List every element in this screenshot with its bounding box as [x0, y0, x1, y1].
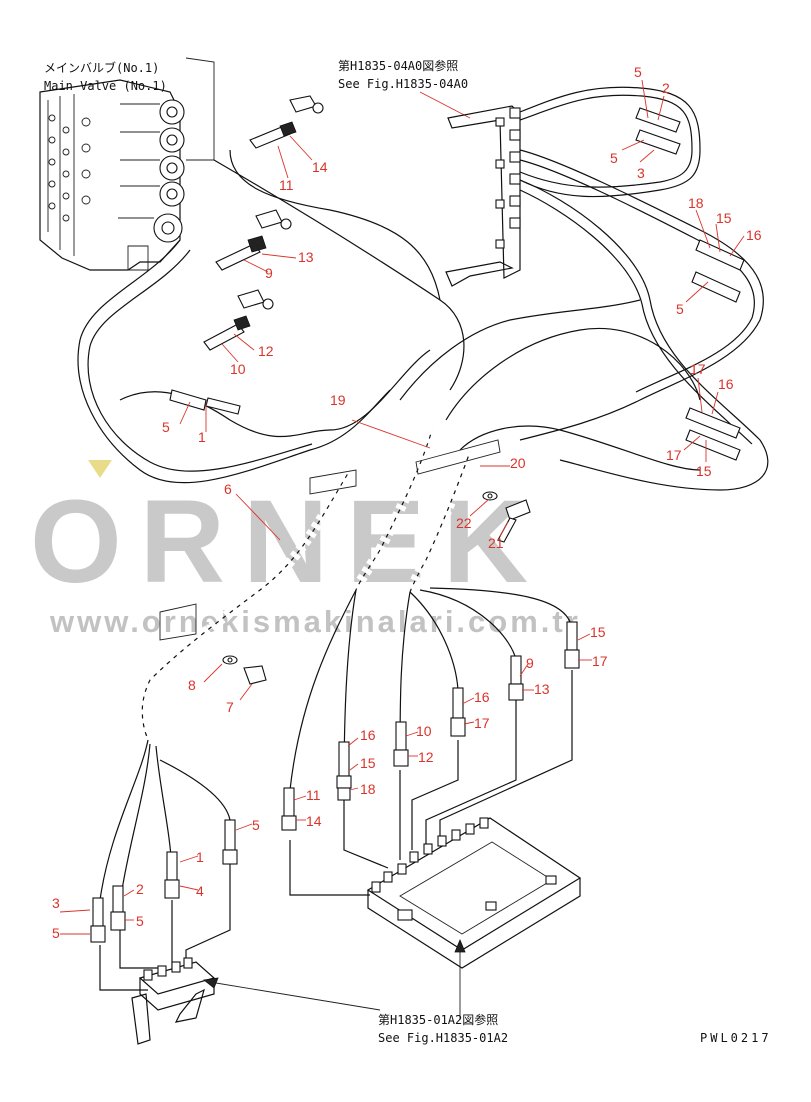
- main-valve: メインバルブ(No.1) Main Valve (No.1): [39, 57, 215, 271]
- callout-label: 5: [634, 64, 642, 80]
- callout-label: 5: [52, 925, 60, 941]
- callout-label: 11: [306, 787, 321, 803]
- callout-label: 21: [488, 535, 504, 551]
- callout-label: 22: [456, 515, 472, 531]
- callout-label: 14: [306, 813, 322, 829]
- callout-label: 10: [416, 723, 432, 739]
- bolts-washers: [222, 491, 531, 685]
- drawing-code: PWL0217: [700, 1031, 772, 1045]
- callout-label: 5: [252, 817, 260, 833]
- fittings-upper: [169, 95, 745, 461]
- callout-label: 17: [592, 653, 608, 669]
- callout-label: 18: [688, 195, 704, 211]
- callout-label: 5: [162, 419, 170, 435]
- callout-label: 12: [418, 749, 434, 765]
- callout-label: 16: [746, 227, 762, 243]
- callout-label: 13: [534, 681, 550, 697]
- callout-label: 3: [52, 895, 60, 911]
- callout-label: 11: [279, 177, 294, 193]
- callout-label: 3: [637, 165, 645, 181]
- callout-label: 5: [136, 913, 144, 929]
- callout-label: 9: [526, 655, 534, 671]
- callout-label: 20: [510, 455, 526, 471]
- callout-label: 17: [474, 715, 490, 731]
- callout-label: 16: [360, 727, 376, 743]
- pilot-block-left-lower: [131, 957, 216, 1045]
- fig-ref-bottom-jp: 第H1835-01A2図参照: [378, 1012, 498, 1027]
- callout-label: 17: [666, 447, 682, 463]
- callout-label: 5: [610, 150, 618, 166]
- watermark-brand: ORNEK: [30, 476, 546, 608]
- pilot-block-top: 第H1835-04A0図参照 See Fig.H1835-04A0: [338, 58, 521, 287]
- callout-label: 13: [298, 249, 314, 265]
- callout-label: 19: [330, 392, 346, 408]
- valve-spool-caps: [118, 99, 185, 271]
- callout-label: 9: [265, 265, 273, 281]
- callout-label: 16: [474, 689, 490, 705]
- callout-label: 2: [662, 80, 670, 96]
- watermark: ORNEK www.ornekismakinalari.com.tr: [30, 460, 578, 639]
- callout-label: 14: [312, 159, 328, 175]
- callout-label: 12: [258, 343, 274, 359]
- callout-label: 4: [196, 883, 204, 899]
- fig-ref-bottom-en: See Fig.H1835-01A2: [378, 1031, 508, 1045]
- callout-label: 1: [196, 849, 204, 865]
- callout-label: 18: [360, 781, 376, 797]
- hose-routes-lower: [99, 587, 573, 991]
- callout-label: 7: [226, 699, 234, 715]
- fig-ref-bottom: 第H1835-01A2図参照 See Fig.H1835-01A2 PWL021…: [203, 938, 772, 1045]
- pilot-block-right-lower: [366, 817, 582, 969]
- callout-label: 15: [696, 463, 712, 479]
- callout-labels: 5 2 5 3 14 11 13 9 12 10 18 15 16 5 19 1…: [52, 64, 762, 941]
- callout-label: 5: [676, 301, 684, 317]
- callout-label: 6: [224, 481, 232, 497]
- callout-label: 2: [136, 881, 144, 897]
- callout-label: 15: [360, 755, 376, 771]
- fig-ref-top-en: See Fig.H1835-04A0: [338, 77, 468, 91]
- callout-label: 17: [690, 361, 706, 377]
- callout-label: 1: [198, 429, 206, 445]
- hose-end-fittings: [90, 621, 580, 943]
- fig-ref-top-jp: 第H1835-04A0図参照: [338, 58, 458, 73]
- main-valve-label-jp: メインバルブ(No.1): [44, 60, 159, 75]
- callout-label: 16: [718, 376, 734, 392]
- watermark-accent-mark: [88, 460, 112, 478]
- callout-label: 8: [188, 677, 196, 693]
- callout-leaders: [59, 79, 745, 935]
- callout-label: 10: [230, 361, 246, 377]
- callout-label: 15: [590, 624, 606, 640]
- main-valve-label-en: Main Valve (No.1): [44, 79, 167, 93]
- spiral-guards: [137, 428, 501, 742]
- callout-label: 15: [716, 210, 732, 226]
